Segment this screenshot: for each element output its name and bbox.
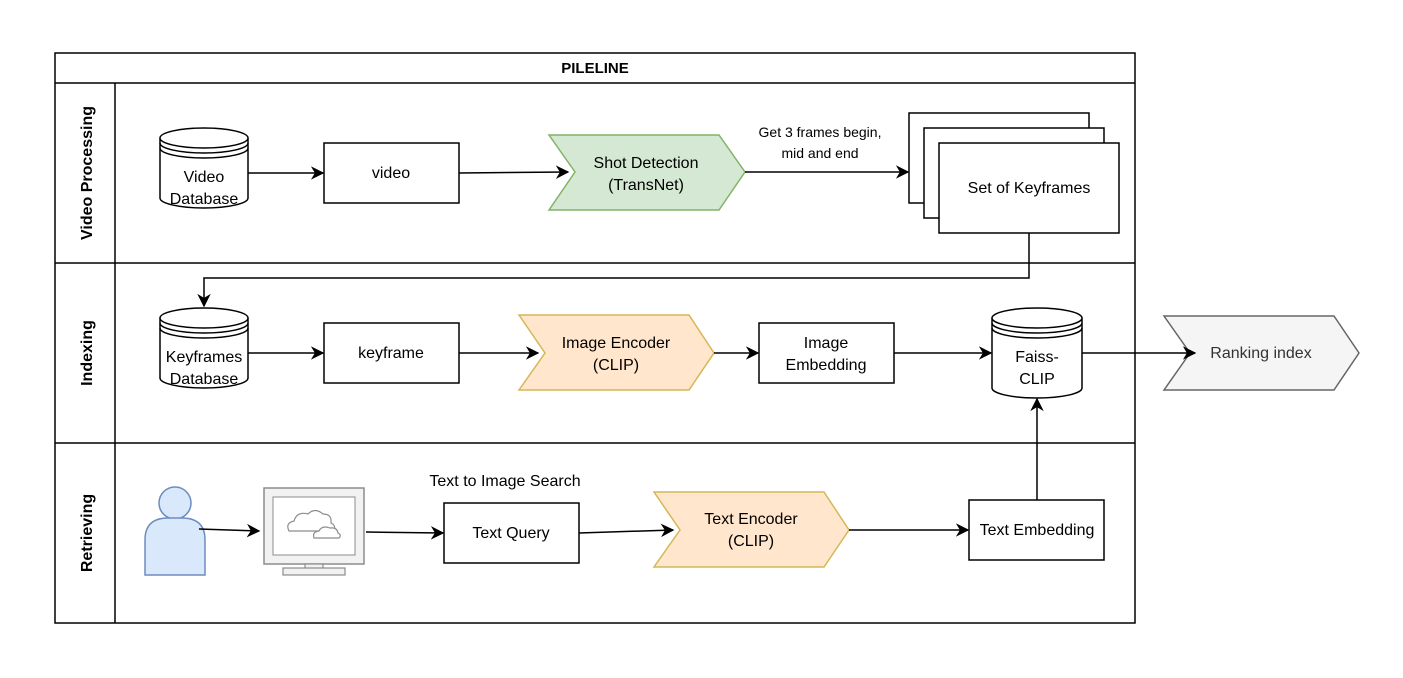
ranking-index-label: Ranking index [1210,345,1311,362]
video-node [323,142,460,204]
shot-detection-label-1: Shot Detection [594,155,699,172]
image-embedding-label-1: Image [804,335,849,352]
video-database-node [159,127,249,209]
video-node-label: video [372,165,410,182]
image-encoder-node [517,314,715,391]
frames-note-2: mid and end [781,145,858,161]
text-encoder-node [652,491,850,568]
video-database-label-2: Database [170,191,239,208]
arrow-user-to-monitor [198,523,261,538]
keyframes-database-node [159,307,249,389]
lane-label-indexing: Indexing [79,320,96,386]
text-query-node [443,502,580,564]
image-embedding-label-2: Embedding [786,357,867,374]
lane-label-video-processing: Video Processing [79,106,96,240]
text-encoder-label-2: (CLIP) [728,533,774,550]
set-of-keyframes-stack [908,112,1120,234]
image-embedding-node [758,322,895,384]
arrow-monitor-to-query [365,526,445,540]
user-icon [144,486,206,576]
image-encoder-label-2: (CLIP) [593,357,639,374]
text-encoder-label-1: Text Encoder [704,511,798,528]
search-note: Text to Image Search [429,473,580,490]
text-embedding-label: Text Embedding [980,522,1095,539]
arrow-keyframes-to-db [197,233,1030,308]
shot-detection-node [547,134,746,211]
set-of-keyframes-label: Set of Keyframes [968,180,1091,197]
keyframe-node-label: keyframe [358,345,424,362]
arrow-video-to-shot [458,165,570,179]
arrow-query-to-encoder [578,523,675,538]
monitor-cloud-icon [263,487,365,576]
pool-title: PILELINE [561,60,629,77]
shot-detection-label-2: (TransNet) [608,177,684,194]
lane-label-retrieving: Retrieving [79,494,96,572]
text-query-label: Text Query [472,525,549,542]
faiss-clip-label-1: Faiss- [1015,349,1059,366]
keyframes-database-label-1: Keyframes [166,349,242,366]
video-database-label-1: Video [184,169,225,186]
text-embedding-node [968,499,1105,561]
image-encoder-label-1: Image Encoder [562,335,671,352]
frames-note-1: Get 3 frames begin, [759,124,882,140]
keyframes-database-label-2: Database [170,371,239,388]
faiss-clip-label-2: CLIP [1019,371,1055,388]
